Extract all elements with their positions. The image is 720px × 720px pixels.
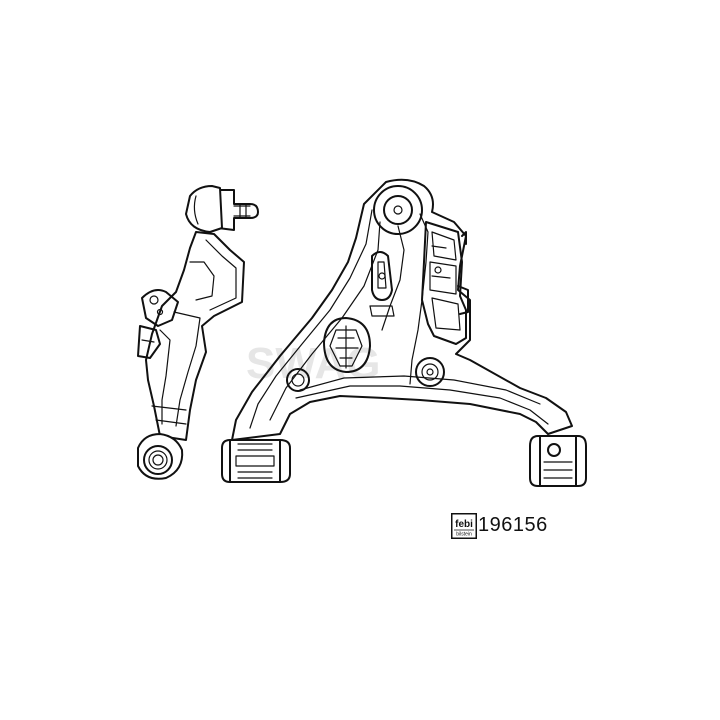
- small-boss: [415, 357, 445, 387]
- rear-bushing: [529, 435, 587, 487]
- logo-subtext: bilstein: [456, 532, 472, 538]
- front-bushing: [221, 439, 291, 483]
- control-arm-top-view: [221, 178, 587, 487]
- logo-text: febi: [455, 519, 473, 530]
- ball-joint-mount: [373, 185, 423, 235]
- left-washer: [286, 368, 310, 392]
- center-boss: [323, 317, 371, 373]
- ball-joint-stud: [185, 185, 259, 233]
- stabilizer-bracket: [421, 221, 469, 345]
- side-bushing: [137, 433, 184, 480]
- part-number: 196156: [478, 514, 548, 536]
- arm-pocket: [369, 251, 395, 317]
- control-arm-side-view: [137, 185, 259, 480]
- febi-bilstein-logo: febi bilstein: [451, 513, 477, 539]
- side-bracket: [137, 289, 179, 359]
- watermark-text: SWAG: [246, 339, 380, 388]
